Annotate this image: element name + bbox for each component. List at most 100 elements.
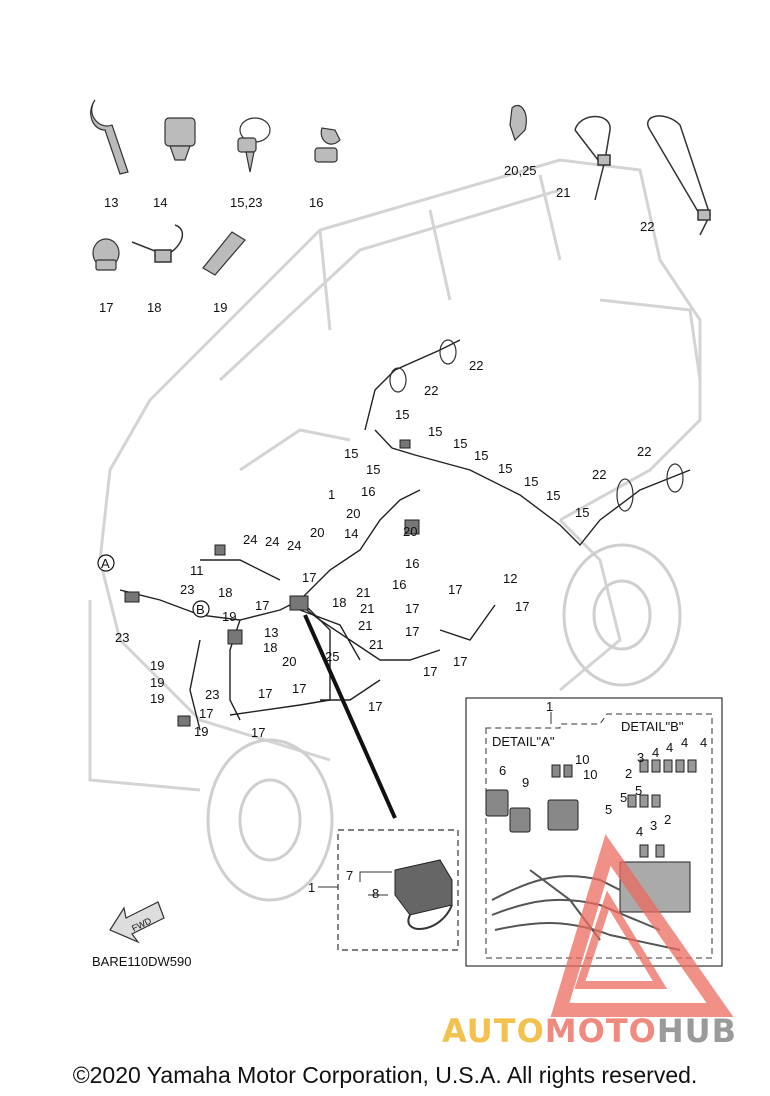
detail-num-4: 4 bbox=[681, 735, 688, 750]
label-17: 17 bbox=[199, 706, 213, 721]
vehicle-outline bbox=[88, 158, 702, 792]
detail-num-9: 9 bbox=[522, 775, 529, 790]
part-15-23-band bbox=[237, 117, 271, 173]
inset-label-8: 8 bbox=[372, 886, 379, 901]
watermark-brand: AUTOMOTOHUB bbox=[442, 1012, 737, 1050]
callout-20-25: 20,25 bbox=[504, 163, 537, 178]
callout-15-23: 15,23 bbox=[230, 195, 263, 210]
detail-num-4: 4 bbox=[652, 745, 659, 760]
inset-ecu-box: 1 7 8 bbox=[308, 829, 459, 951]
label-21: 21 bbox=[360, 601, 374, 616]
part-19-clamp bbox=[202, 231, 246, 276]
label-22: 22 bbox=[424, 383, 438, 398]
detail-b-title: DETAIL"B" bbox=[621, 719, 684, 734]
label-16: 16 bbox=[405, 556, 419, 571]
inset-label-1: 1 bbox=[308, 880, 315, 895]
callout-18: 18 bbox=[147, 300, 161, 315]
marker-b: B bbox=[192, 600, 210, 618]
label-21: 21 bbox=[358, 618, 372, 633]
detail-box: 1 DETAIL"A" DETAIL"B" bbox=[465, 697, 723, 967]
detail-num-4: 4 bbox=[636, 824, 643, 839]
marker-a-label: A bbox=[101, 556, 110, 571]
part-22-long-tie bbox=[647, 115, 711, 236]
callout-16: 16 bbox=[309, 195, 323, 210]
watermark-moto: MOTO bbox=[544, 1012, 657, 1050]
label-24: 24 bbox=[265, 534, 279, 549]
wire-harness bbox=[119, 339, 691, 731]
label-11: 11 bbox=[190, 563, 204, 578]
label-18: 18 bbox=[263, 640, 277, 655]
label-17: 17 bbox=[368, 699, 382, 714]
label-20: 20 bbox=[346, 506, 360, 521]
label-17: 17 bbox=[453, 654, 467, 669]
label-25: 25 bbox=[325, 649, 339, 664]
label-16: 16 bbox=[361, 484, 375, 499]
part-13-cable-tie bbox=[90, 99, 129, 175]
detail-num-10: 10 bbox=[583, 767, 597, 782]
callout-13: 13 bbox=[104, 195, 118, 210]
label-15: 15 bbox=[524, 474, 538, 489]
label-1: 1 bbox=[328, 487, 335, 502]
detail-num-3: 3 bbox=[637, 750, 644, 765]
part-21-tie bbox=[574, 115, 611, 201]
detail-num-2: 2 bbox=[625, 766, 632, 781]
label-15: 15 bbox=[498, 461, 512, 476]
detail-num-5: 5 bbox=[620, 790, 627, 805]
label-17: 17 bbox=[255, 598, 269, 613]
callout-14: 14 bbox=[153, 195, 167, 210]
detail-num-5: 5 bbox=[605, 802, 612, 817]
detail-num-4: 4 bbox=[666, 740, 673, 755]
label-18: 18 bbox=[332, 595, 346, 610]
callout-22: 22 bbox=[640, 219, 654, 234]
label-21: 21 bbox=[356, 585, 370, 600]
relay-parts bbox=[485, 764, 579, 833]
harness-connectors bbox=[124, 439, 420, 727]
label-15: 15 bbox=[546, 488, 560, 503]
part-16-clamp bbox=[314, 127, 341, 163]
label-17: 17 bbox=[251, 725, 265, 740]
label-17: 17 bbox=[302, 570, 316, 585]
detail-label-1: 1 bbox=[546, 699, 553, 714]
label-17: 17 bbox=[405, 624, 419, 639]
leader-line bbox=[303, 614, 397, 819]
label-17: 17 bbox=[423, 664, 437, 679]
detail-num-2: 2 bbox=[664, 812, 671, 827]
detail-num-6: 6 bbox=[499, 763, 506, 778]
label-19: 19 bbox=[194, 724, 208, 739]
label-15: 15 bbox=[453, 436, 467, 451]
callout-17: 17 bbox=[99, 300, 113, 315]
label-23: 23 bbox=[115, 630, 129, 645]
label-22: 22 bbox=[469, 358, 483, 373]
callout-19: 19 bbox=[213, 300, 227, 315]
copyright-notice: ©2020 Yamaha Motor Corporation, U.S.A. A… bbox=[72, 1062, 698, 1088]
wheel-rear bbox=[562, 543, 682, 687]
label-20: 20 bbox=[282, 654, 296, 669]
inset-label-7: 7 bbox=[346, 868, 353, 883]
label-24: 24 bbox=[287, 538, 301, 553]
harness-bands bbox=[389, 339, 684, 512]
marker-b-label: B bbox=[196, 602, 205, 617]
detail-num-3: 3 bbox=[650, 818, 657, 833]
label-17: 17 bbox=[405, 601, 419, 616]
label-21: 21 bbox=[369, 637, 383, 652]
fwd-arrow-icon: FWD bbox=[109, 901, 165, 944]
callout-21: 21 bbox=[556, 185, 570, 200]
detail-num-5: 5 bbox=[635, 783, 642, 798]
detail-num-4: 4 bbox=[700, 735, 707, 750]
label-13: 13 bbox=[264, 625, 278, 640]
label-14: 14 bbox=[344, 526, 358, 541]
label-17: 17 bbox=[258, 686, 272, 701]
harness-labels: 22 22 22 22 15 15 15 15 15 15 15 15 15 1… bbox=[115, 358, 651, 740]
label-15: 15 bbox=[395, 407, 409, 422]
part-14-clip bbox=[164, 117, 196, 161]
label-18: 18 bbox=[218, 585, 232, 600]
label-20: 20 bbox=[403, 524, 417, 539]
detail-num-10: 10 bbox=[575, 752, 589, 767]
watermark-hub: HUB bbox=[656, 1012, 738, 1050]
label-17: 17 bbox=[292, 681, 306, 696]
watermark-auto: AUTO bbox=[442, 1012, 545, 1050]
marker-a: A bbox=[97, 554, 115, 572]
label-22: 22 bbox=[592, 467, 606, 482]
label-15: 15 bbox=[344, 446, 358, 461]
